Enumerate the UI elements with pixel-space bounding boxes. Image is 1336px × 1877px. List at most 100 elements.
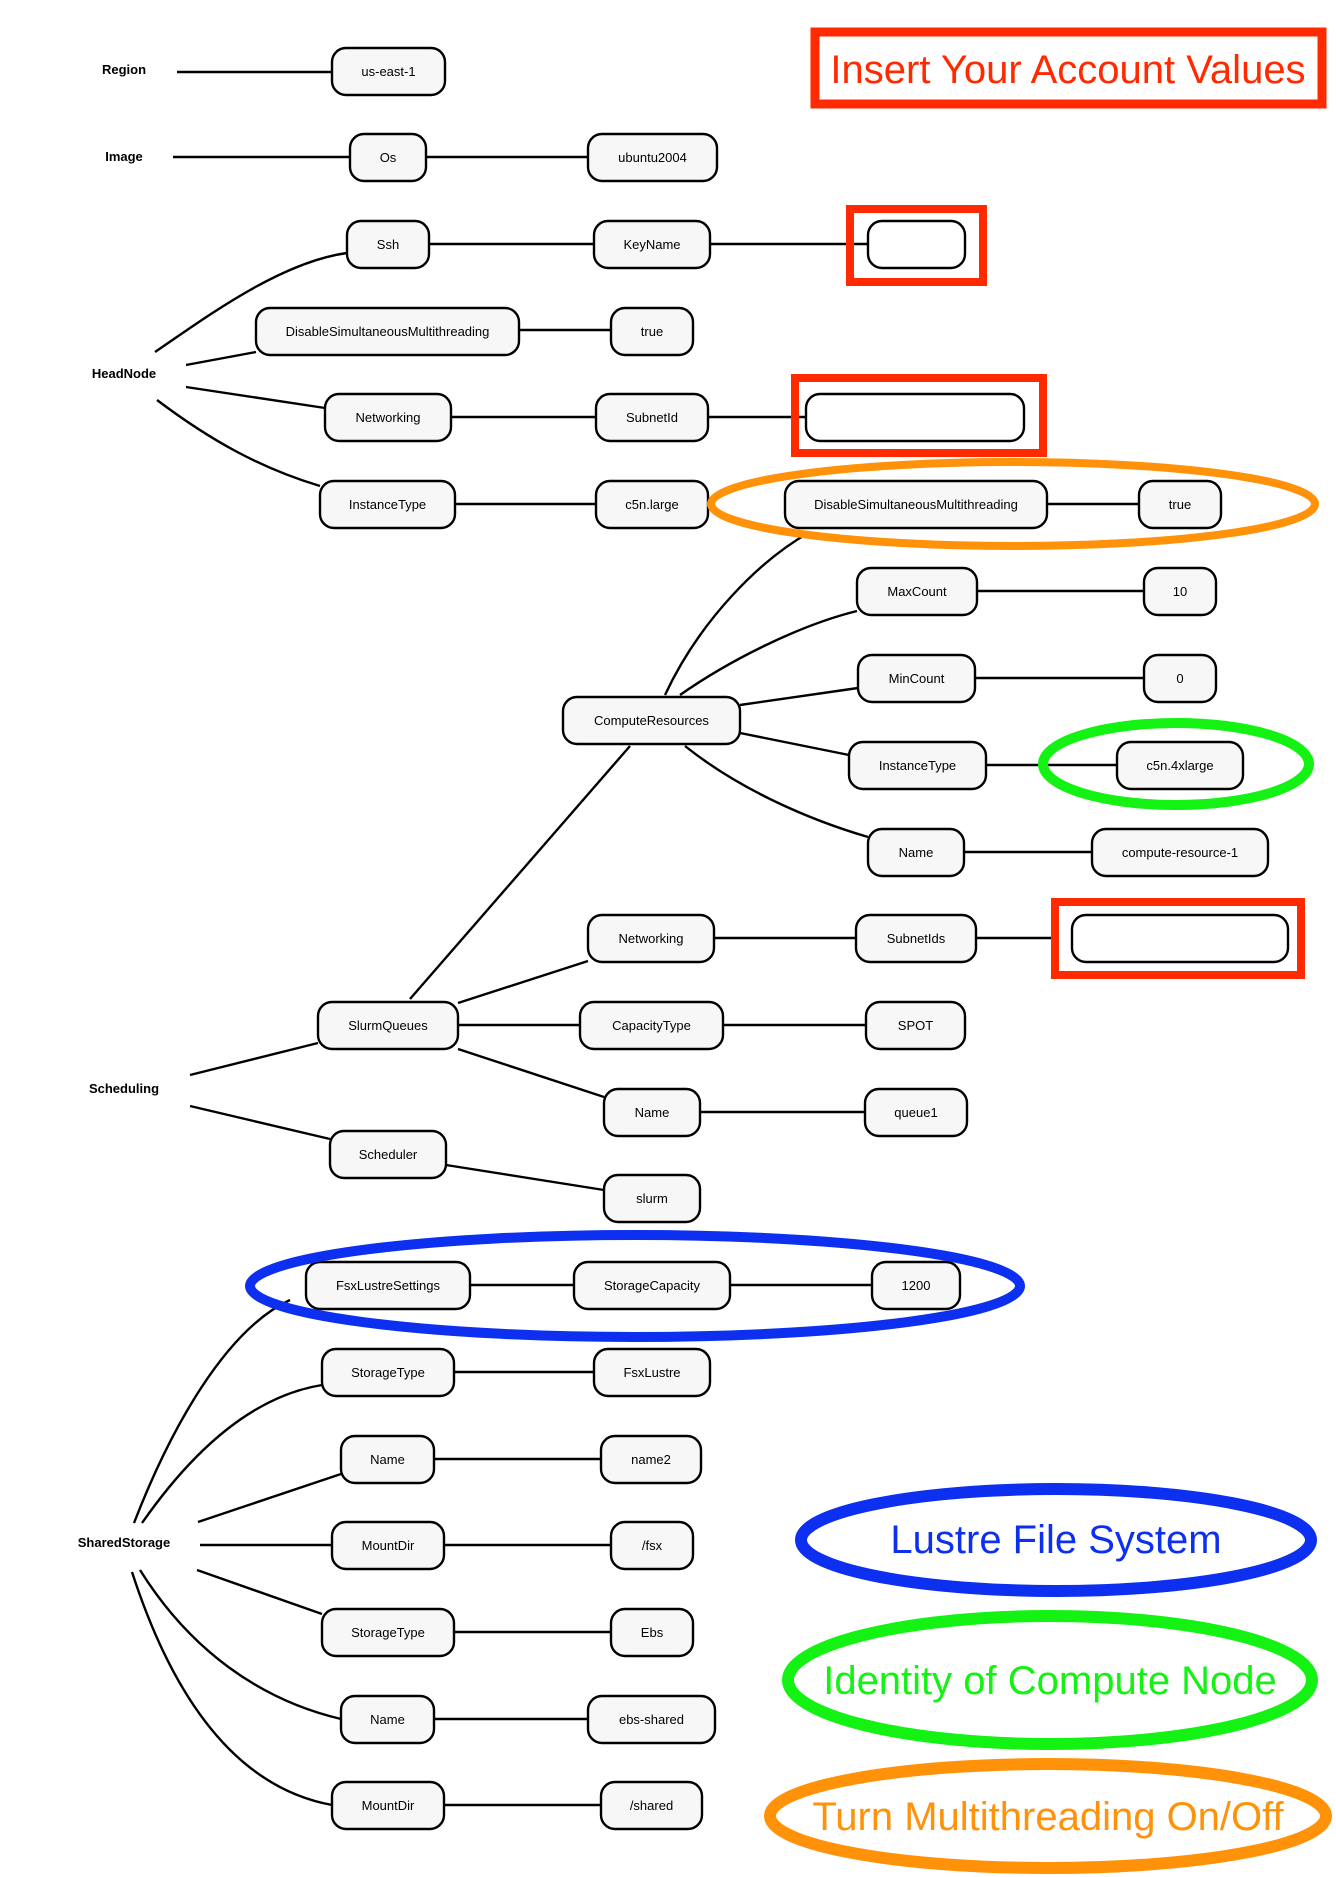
node-scheduler-value: slurm: [602, 1173, 702, 1224]
svg-text:StorageType: StorageType: [351, 1365, 425, 1380]
svg-text:KeyName: KeyName: [623, 237, 680, 252]
node-hn-dsmt-value: true: [609, 306, 695, 357]
svg-text:0: 0: [1176, 671, 1183, 686]
node-computeresources: ComputeResources: [561, 695, 742, 746]
node-hn-keyname-value[interactable]: [866, 219, 967, 270]
lustre-highlight: [245, 1230, 1025, 1342]
node-ss-storagetype-1: StorageType: [320, 1347, 456, 1398]
legend-account-box: [810, 27, 1327, 109]
svg-text:ebs-shared: ebs-shared: [619, 1712, 684, 1727]
node-hn-keyname: KeyName: [592, 219, 712, 270]
node-scheduler: Scheduler: [328, 1129, 448, 1180]
node-q-capacitytype: CapacityType: [578, 1000, 725, 1051]
svg-text:SPOT: SPOT: [898, 1018, 933, 1033]
compute-highlight: [1038, 718, 1314, 810]
svg-text:true: true: [641, 324, 663, 339]
root-scheduling: Scheduling: [89, 1081, 159, 1096]
svg-text:SlurmQueues: SlurmQueues: [348, 1018, 428, 1033]
svg-text:10: 10: [1173, 584, 1187, 599]
account-highlight-keyname: [846, 205, 987, 286]
svg-text:DisableSimultaneousMultithread: DisableSimultaneousMultithreading: [286, 324, 490, 339]
node-ss-name-2: Name: [339, 1694, 436, 1745]
svg-text:MountDir: MountDir: [362, 1798, 415, 1813]
svg-text:InstanceType: InstanceType: [349, 497, 426, 512]
node-hn-dsmt: DisableSimultaneousMultithreading: [254, 306, 521, 357]
node-hn-instancetype-value: c5n.large: [594, 479, 710, 530]
multithreading-highlight: [707, 458, 1319, 550]
node-q-subnetids-value[interactable]: [1070, 913, 1290, 964]
node-ss-name-1: Name: [339, 1434, 436, 1485]
node-ss-mountdir-1: MountDir: [330, 1520, 446, 1571]
svg-text:Name: Name: [370, 1452, 405, 1467]
node-ss-storagetype-2-value: Ebs: [609, 1607, 695, 1658]
account-highlight-subnetid: [791, 374, 1047, 457]
node-cr-mincount-value: 0: [1142, 653, 1218, 704]
svg-text:us-east-1: us-east-1: [361, 64, 415, 79]
account-highlight-subnetids: [1051, 898, 1305, 979]
legend-account-label: Insert Your Account Values: [830, 48, 1305, 92]
tree-nodes: us-east-1 Os ubuntu2004 Ssh KeyName Disa…: [254, 46, 1290, 1831]
legend-lustre-ellipse: [795, 1483, 1317, 1597]
node-ss-mountdir-2-value: /shared: [599, 1780, 704, 1831]
svg-text:c5n.large: c5n.large: [625, 497, 678, 512]
svg-text:SubnetIds: SubnetIds: [887, 931, 946, 946]
node-ss-mountdir-2: MountDir: [330, 1780, 446, 1831]
node-cr-maxcount-value: 10: [1142, 566, 1218, 617]
svg-text:StorageCapacity: StorageCapacity: [604, 1278, 701, 1293]
svg-text:SubnetId: SubnetId: [626, 410, 678, 425]
svg-text:name2: name2: [631, 1452, 671, 1467]
svg-text:Name: Name: [635, 1105, 670, 1120]
svg-text:1200: 1200: [902, 1278, 931, 1293]
svg-text:/shared: /shared: [630, 1798, 673, 1813]
node-ss-fsx: FsxLustreSettings: [304, 1260, 472, 1311]
node-cr-instancetype-value: c5n.4xlarge: [1115, 740, 1245, 791]
node-slurmqueues: SlurmQueues: [316, 1000, 460, 1051]
node-hn-subnetid: SubnetId: [594, 392, 710, 443]
tree-edges: [130, 70, 1144, 1807]
node-ss-storagetype-2: StorageType: [320, 1607, 456, 1658]
svg-text:Ssh: Ssh: [377, 237, 399, 252]
node-hn-instancetype: InstanceType: [318, 479, 457, 530]
root-headnode: HeadNode: [92, 366, 156, 381]
svg-text:Name: Name: [370, 1712, 405, 1727]
svg-text:FsxLustreSettings: FsxLustreSettings: [336, 1278, 441, 1293]
node-q-subnetids: SubnetIds: [854, 913, 978, 964]
svg-text:Networking: Networking: [618, 931, 683, 946]
root-region: Region: [102, 62, 146, 77]
svg-text:ComputeResources: ComputeResources: [594, 713, 709, 728]
node-ss-storagecapacity: StorageCapacity: [572, 1260, 732, 1311]
svg-text:DisableSimultaneousMultithread: DisableSimultaneousMultithreading: [814, 497, 1018, 512]
svg-text:true: true: [1169, 497, 1191, 512]
node-ss-storagetype-1-value: FsxLustre: [592, 1347, 712, 1398]
node-image-os: Os: [348, 132, 428, 183]
node-cr-maxcount: MaxCount: [855, 566, 979, 617]
svg-text:FsxLustre: FsxLustre: [623, 1365, 680, 1380]
svg-text:compute-resource-1: compute-resource-1: [1122, 845, 1238, 860]
legend-multithreading-label: Turn Multithreading On/Off: [812, 1795, 1284, 1839]
highlight-annotations: [245, 205, 1319, 1342]
svg-text:Scheduler: Scheduler: [359, 1147, 418, 1162]
node-hn-subnetid-value[interactable]: [804, 392, 1026, 443]
svg-text:Name: Name: [899, 845, 934, 860]
node-hn-networking: Networking: [323, 392, 453, 443]
svg-text:Networking: Networking: [355, 410, 420, 425]
node-q-name-value: queue1: [863, 1087, 969, 1138]
svg-text:c5n.4xlarge: c5n.4xlarge: [1146, 758, 1213, 773]
svg-text:MinCount: MinCount: [889, 671, 945, 686]
svg-text:StorageType: StorageType: [351, 1625, 425, 1640]
svg-text:ubuntu2004: ubuntu2004: [618, 150, 687, 165]
node-cr-dsmt-value: true: [1137, 479, 1223, 530]
node-ss-name-2-value: ebs-shared: [586, 1694, 717, 1745]
node-ss-mountdir-1-value: /fsx: [609, 1520, 695, 1571]
root-sharedstorage: SharedStorage: [78, 1535, 170, 1550]
root-image: Image: [105, 149, 143, 164]
svg-text:MaxCount: MaxCount: [887, 584, 947, 599]
node-ss-storagecapacity-value: 1200: [870, 1260, 962, 1311]
node-cr-dsmt: DisableSimultaneousMultithreading: [783, 479, 1049, 530]
legend-lustre-label: Lustre File System: [890, 1518, 1221, 1562]
node-ss-name-1-value: name2: [599, 1434, 703, 1485]
node-hn-ssh: Ssh: [345, 219, 431, 270]
svg-text:slurm: slurm: [636, 1191, 668, 1206]
node-region-value: us-east-1: [330, 46, 447, 97]
